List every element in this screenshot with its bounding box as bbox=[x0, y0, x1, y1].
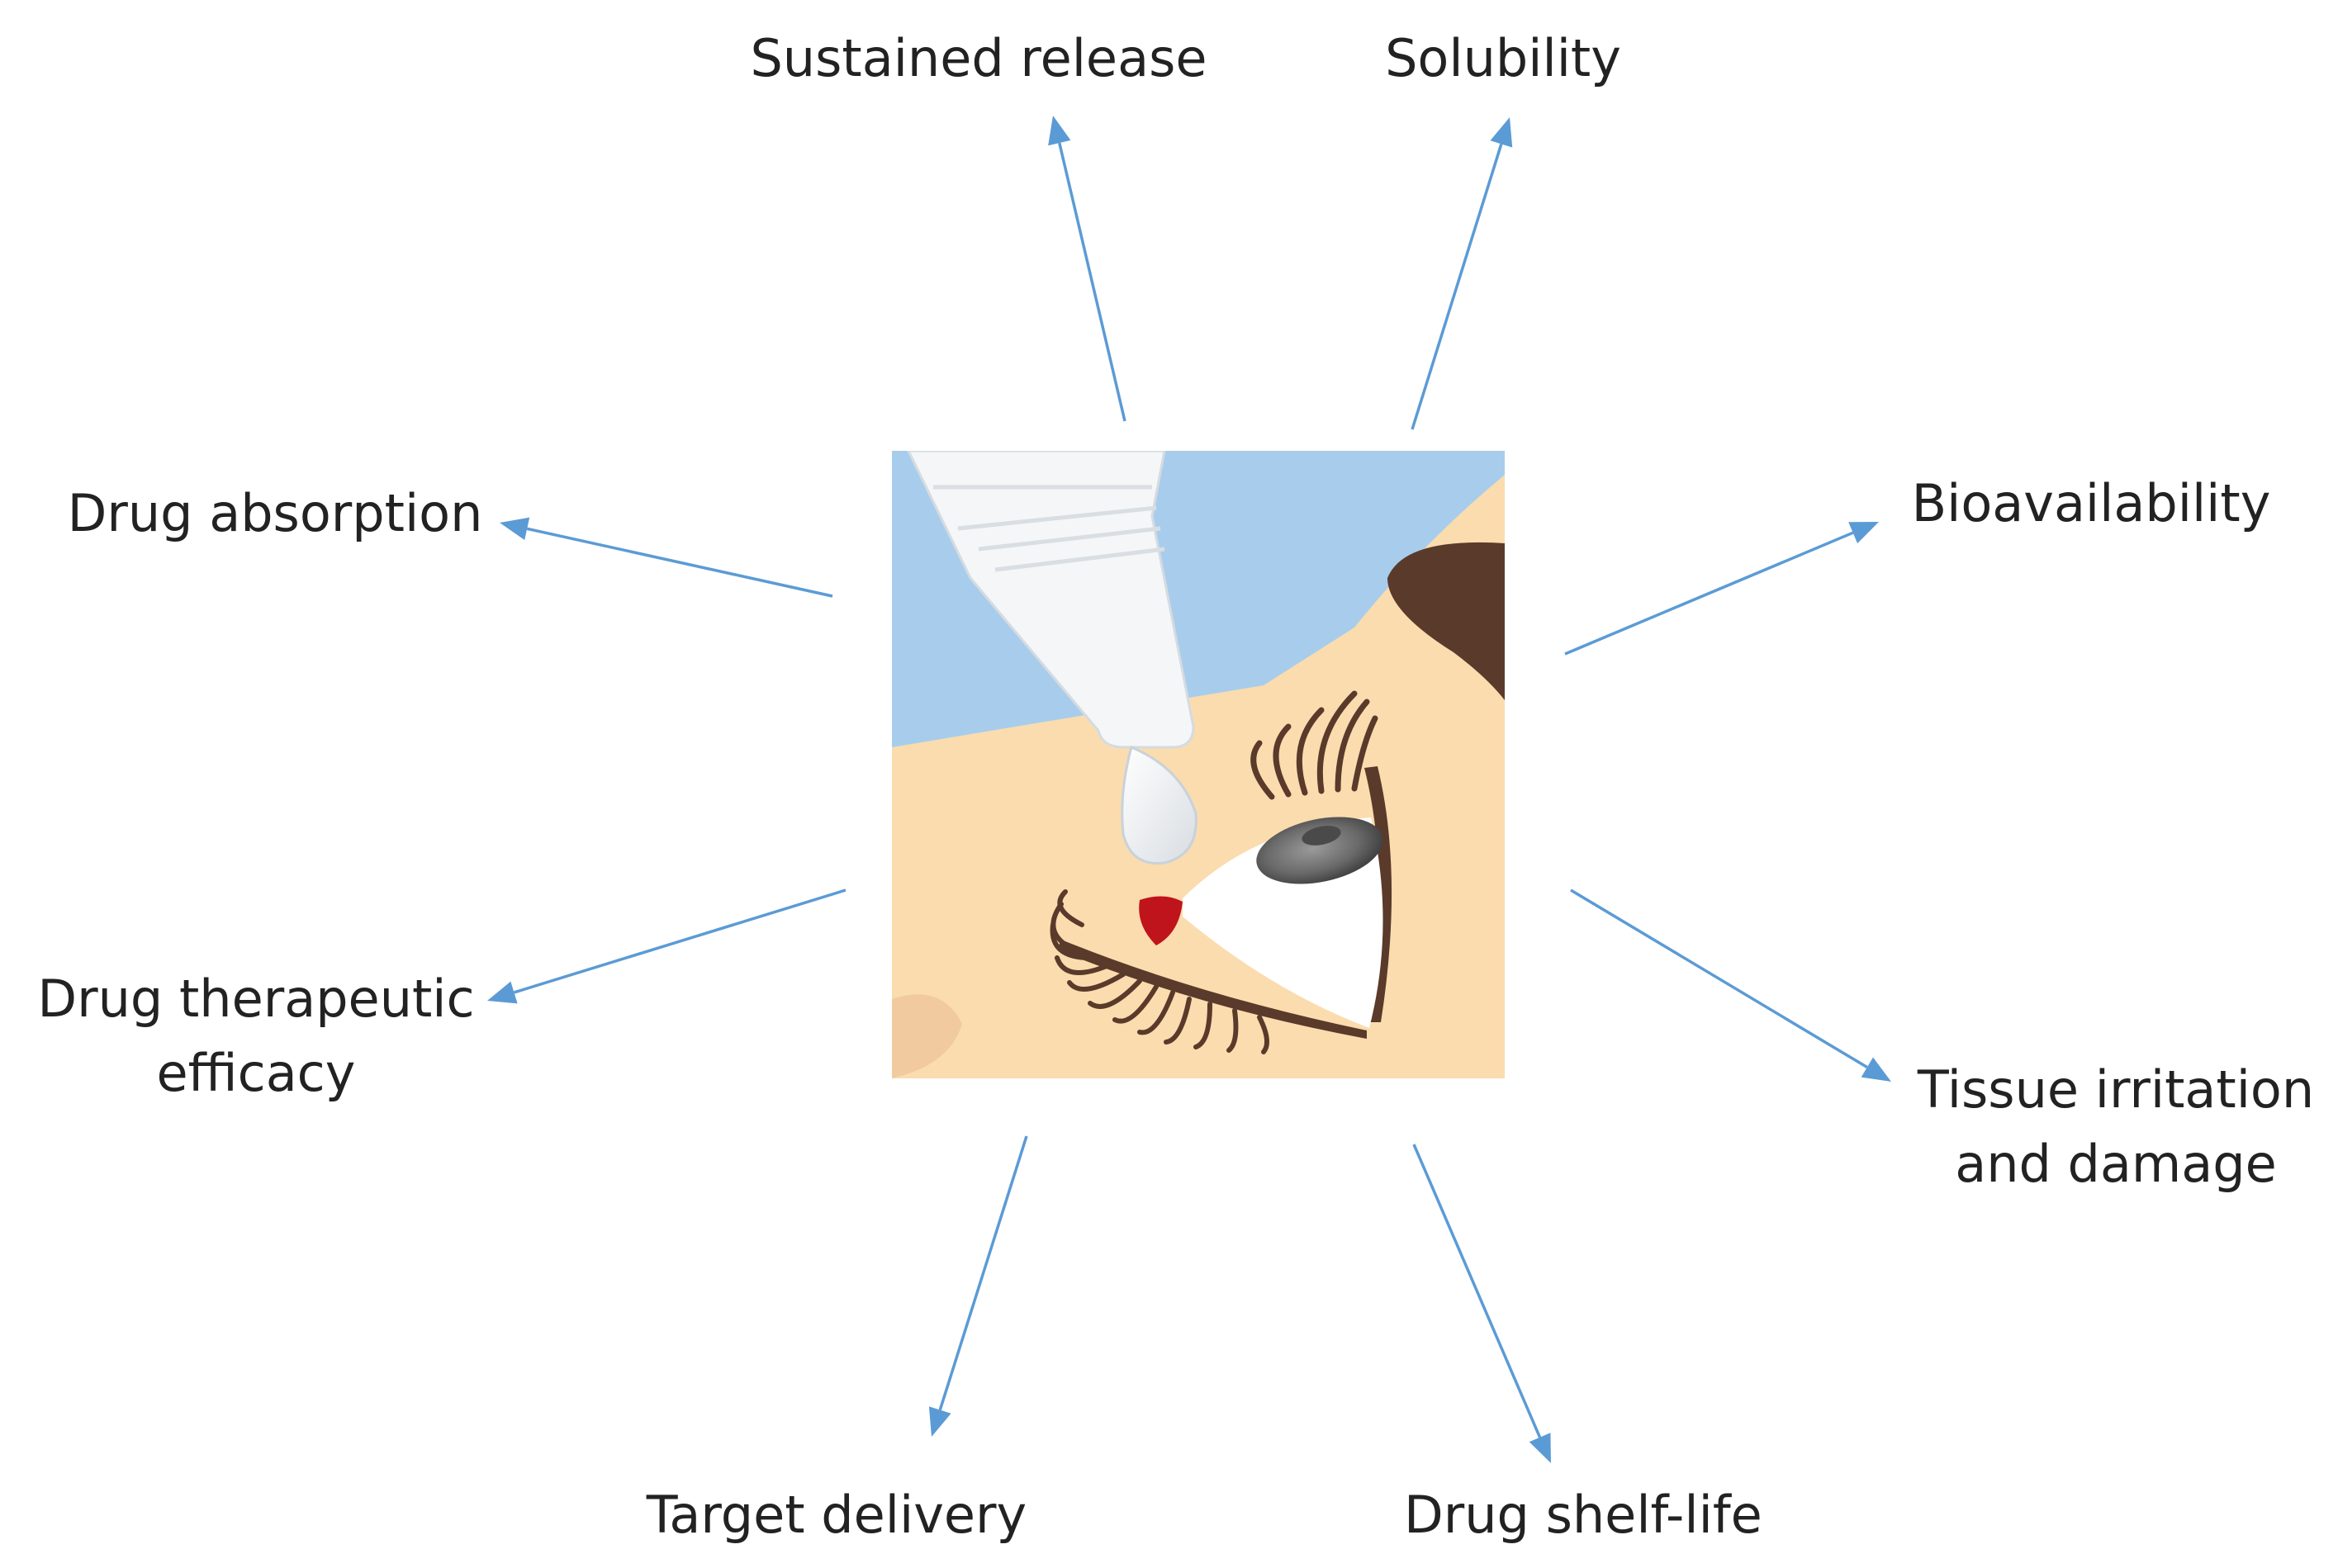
arrow-head bbox=[1490, 117, 1513, 148]
label-solubility: Solubility bbox=[1367, 21, 1639, 96]
arrow-drug-therapeutic-efficacy bbox=[487, 888, 847, 1004]
eyelid-crease bbox=[1364, 766, 1392, 1022]
arrows-group bbox=[487, 116, 1891, 1463]
label-line: efficacy bbox=[156, 1043, 356, 1103]
upper-eyelashes bbox=[1250, 690, 1378, 800]
eye-drop-illustration-icon bbox=[892, 451, 1505, 1078]
label-line: Bioavailability bbox=[1911, 473, 2271, 533]
arrow-head bbox=[1861, 1057, 1891, 1082]
arrow-shaft bbox=[1411, 143, 1503, 430]
arrow-shaft bbox=[513, 888, 847, 994]
lower-eyelid bbox=[1057, 940, 1367, 1039]
arrow-shaft bbox=[1412, 1144, 1542, 1438]
pupil-highlight bbox=[1302, 826, 1341, 846]
label-line: Drug therapeutic bbox=[37, 969, 475, 1029]
arrow-head bbox=[1529, 1433, 1551, 1463]
arrow-head bbox=[500, 517, 530, 541]
arrow-head bbox=[1848, 522, 1879, 544]
arrow-drug-shelf-life bbox=[1412, 1144, 1551, 1463]
arrow-shaft bbox=[938, 1135, 1028, 1411]
arrow-solubility bbox=[1411, 117, 1513, 430]
label-line: Drug shelf-life bbox=[1404, 1485, 1762, 1545]
iris bbox=[1256, 817, 1383, 884]
label-line: Tissue irritation bbox=[1917, 1059, 2315, 1120]
nose-dark-shape bbox=[1387, 542, 1505, 700]
label-tissue-irritation: Tissue irritation and damage bbox=[1909, 1053, 2322, 1201]
arrow-target-delivery bbox=[928, 1135, 1028, 1437]
arrow-drug-absorption bbox=[500, 517, 833, 598]
lower-eyelashes bbox=[1050, 889, 1269, 1054]
caruncle bbox=[1139, 896, 1183, 945]
arrow-shaft bbox=[1570, 888, 1868, 1069]
label-drug-therapeutic-efficacy: Drug therapeutic efficacy bbox=[37, 962, 475, 1111]
label-sustained-release: Sustained release bbox=[747, 21, 1210, 96]
arrow-head bbox=[487, 981, 518, 1004]
arrow-tissue-irritation bbox=[1570, 888, 1891, 1082]
arrow-shaft bbox=[526, 527, 833, 598]
label-line: Drug absorption bbox=[67, 483, 483, 543]
cheek-shadow bbox=[892, 994, 962, 1078]
dropper-bottle bbox=[907, 451, 1195, 749]
label-line: Sustained release bbox=[750, 28, 1207, 88]
label-drug-absorption: Drug absorption bbox=[64, 476, 486, 551]
arrow-sustained-release bbox=[1048, 116, 1126, 422]
arrow-shaft bbox=[1058, 142, 1126, 422]
arrow-shaft bbox=[1564, 531, 1854, 656]
label-line: Target delivery bbox=[646, 1485, 1027, 1545]
label-bioavailability: Bioavailability bbox=[1905, 467, 2277, 541]
arrow-head bbox=[928, 1406, 951, 1437]
eye-drop bbox=[1121, 745, 1197, 865]
label-line: Solubility bbox=[1385, 28, 1621, 88]
label-drug-shelf-life: Drug shelf-life bbox=[1404, 1478, 1762, 1552]
arrow-head bbox=[1048, 116, 1071, 146]
arrow-bioavailability bbox=[1564, 522, 1879, 656]
label-line: and damage bbox=[1955, 1134, 2277, 1194]
label-target-delivery: Target delivery bbox=[643, 1478, 1031, 1552]
